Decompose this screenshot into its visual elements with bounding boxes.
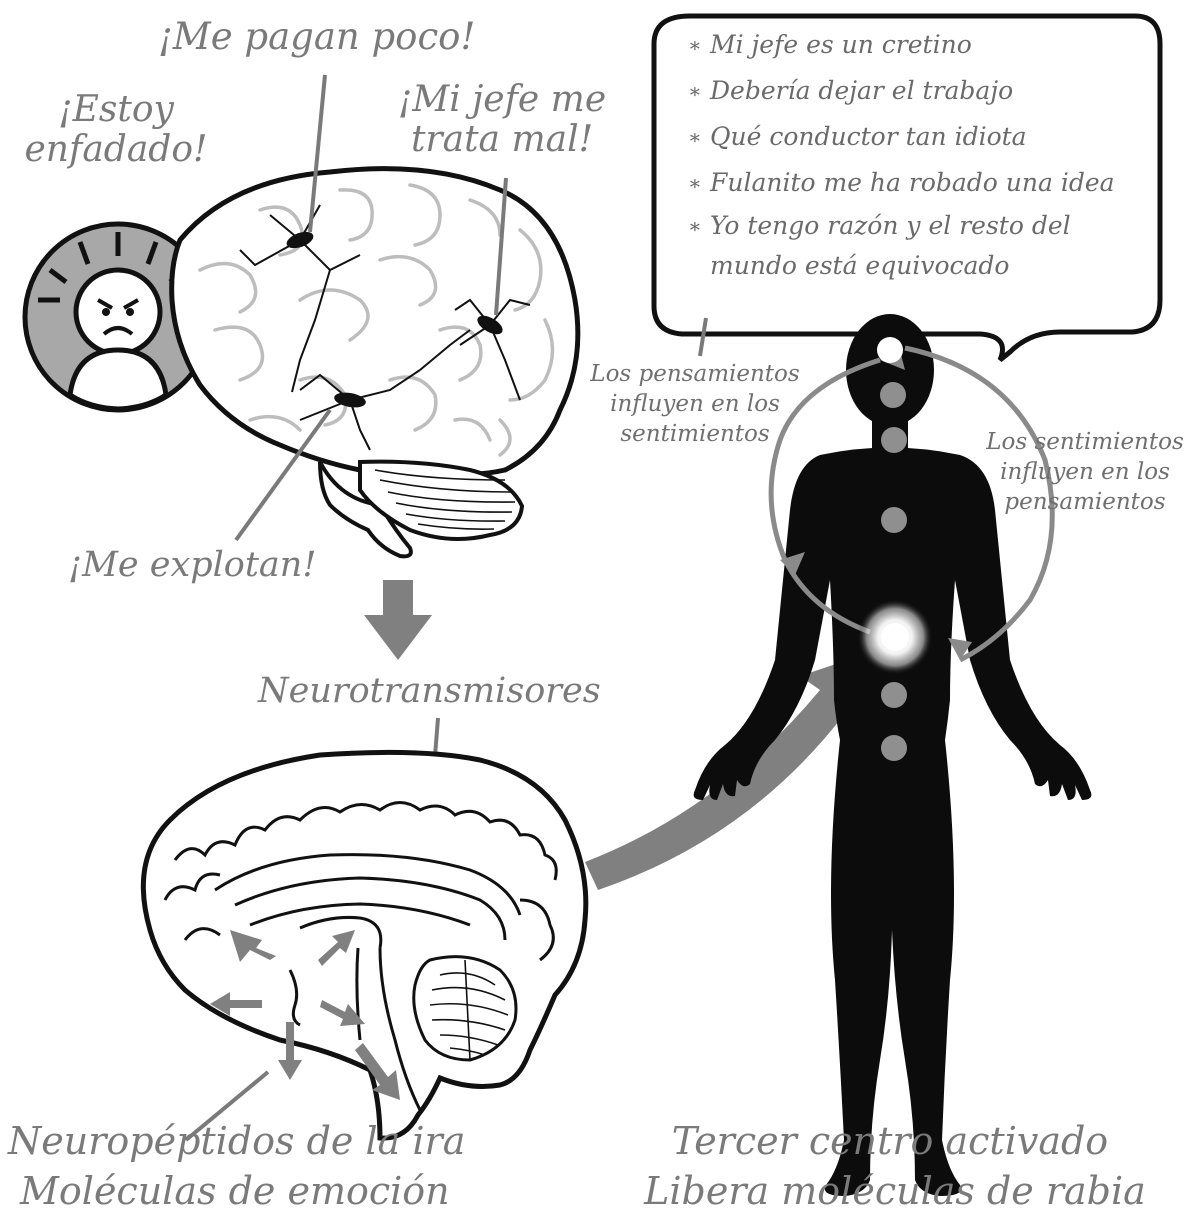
label-neuropeptidos: Neuropéptidos de la ira [8, 1120, 438, 1163]
bubble-item: ∗Yo tengo razón y el resto del mundo est… [688, 206, 1090, 286]
brain-lateral-icon [172, 169, 578, 557]
label-me-pagan-poco: ¡Me pagan poco! [158, 16, 475, 57]
label-pensamientos-influyen: Los pensamientos influyen en los sentimi… [582, 360, 808, 450]
label-mi-jefe-me-trata-mal: ¡Mi jefe me trata mal! [396, 80, 608, 161]
brain-sagittal-icon [143, 752, 586, 1138]
label-me-explotan: ¡Me explotan! [68, 546, 316, 585]
sacral-chakra [881, 682, 907, 708]
root-chakra [881, 735, 907, 761]
bubble-item: ∗Mi jefe es un cretino [688, 22, 1115, 68]
third-eye-chakra [880, 382, 906, 408]
label-moleculas-emocion: Moléculas de emoción [20, 1170, 430, 1213]
label-sentimientos-influyen: Los sentimientos influyen en los pensami… [985, 428, 1185, 518]
speech-bubble-list: ∗Mi jefe es un cretino ∗Debería dejar el… [688, 22, 1115, 286]
label-tercer-centro: Tercer centro activado [640, 1120, 1140, 1163]
throat-chakra [881, 427, 907, 453]
label-estoy-enfadado: ¡Estoy enfadado! [16, 90, 216, 171]
third-center-core [881, 623, 909, 651]
label-neurotransmisores: Neurotransmisores [258, 672, 601, 711]
bubble-item: ∗Debería dejar el trabajo [688, 68, 1115, 114]
heart-chakra [881, 507, 907, 533]
label-libera-moleculas: Libera moléculas de rabia [620, 1170, 1170, 1213]
bubble-item: ∗Fulanito me ha robado una idea [688, 160, 1115, 206]
bubble-item: ∗Qué conductor tan idiota [688, 114, 1115, 160]
down-arrow [364, 580, 432, 660]
crown-chakra [877, 337, 903, 363]
